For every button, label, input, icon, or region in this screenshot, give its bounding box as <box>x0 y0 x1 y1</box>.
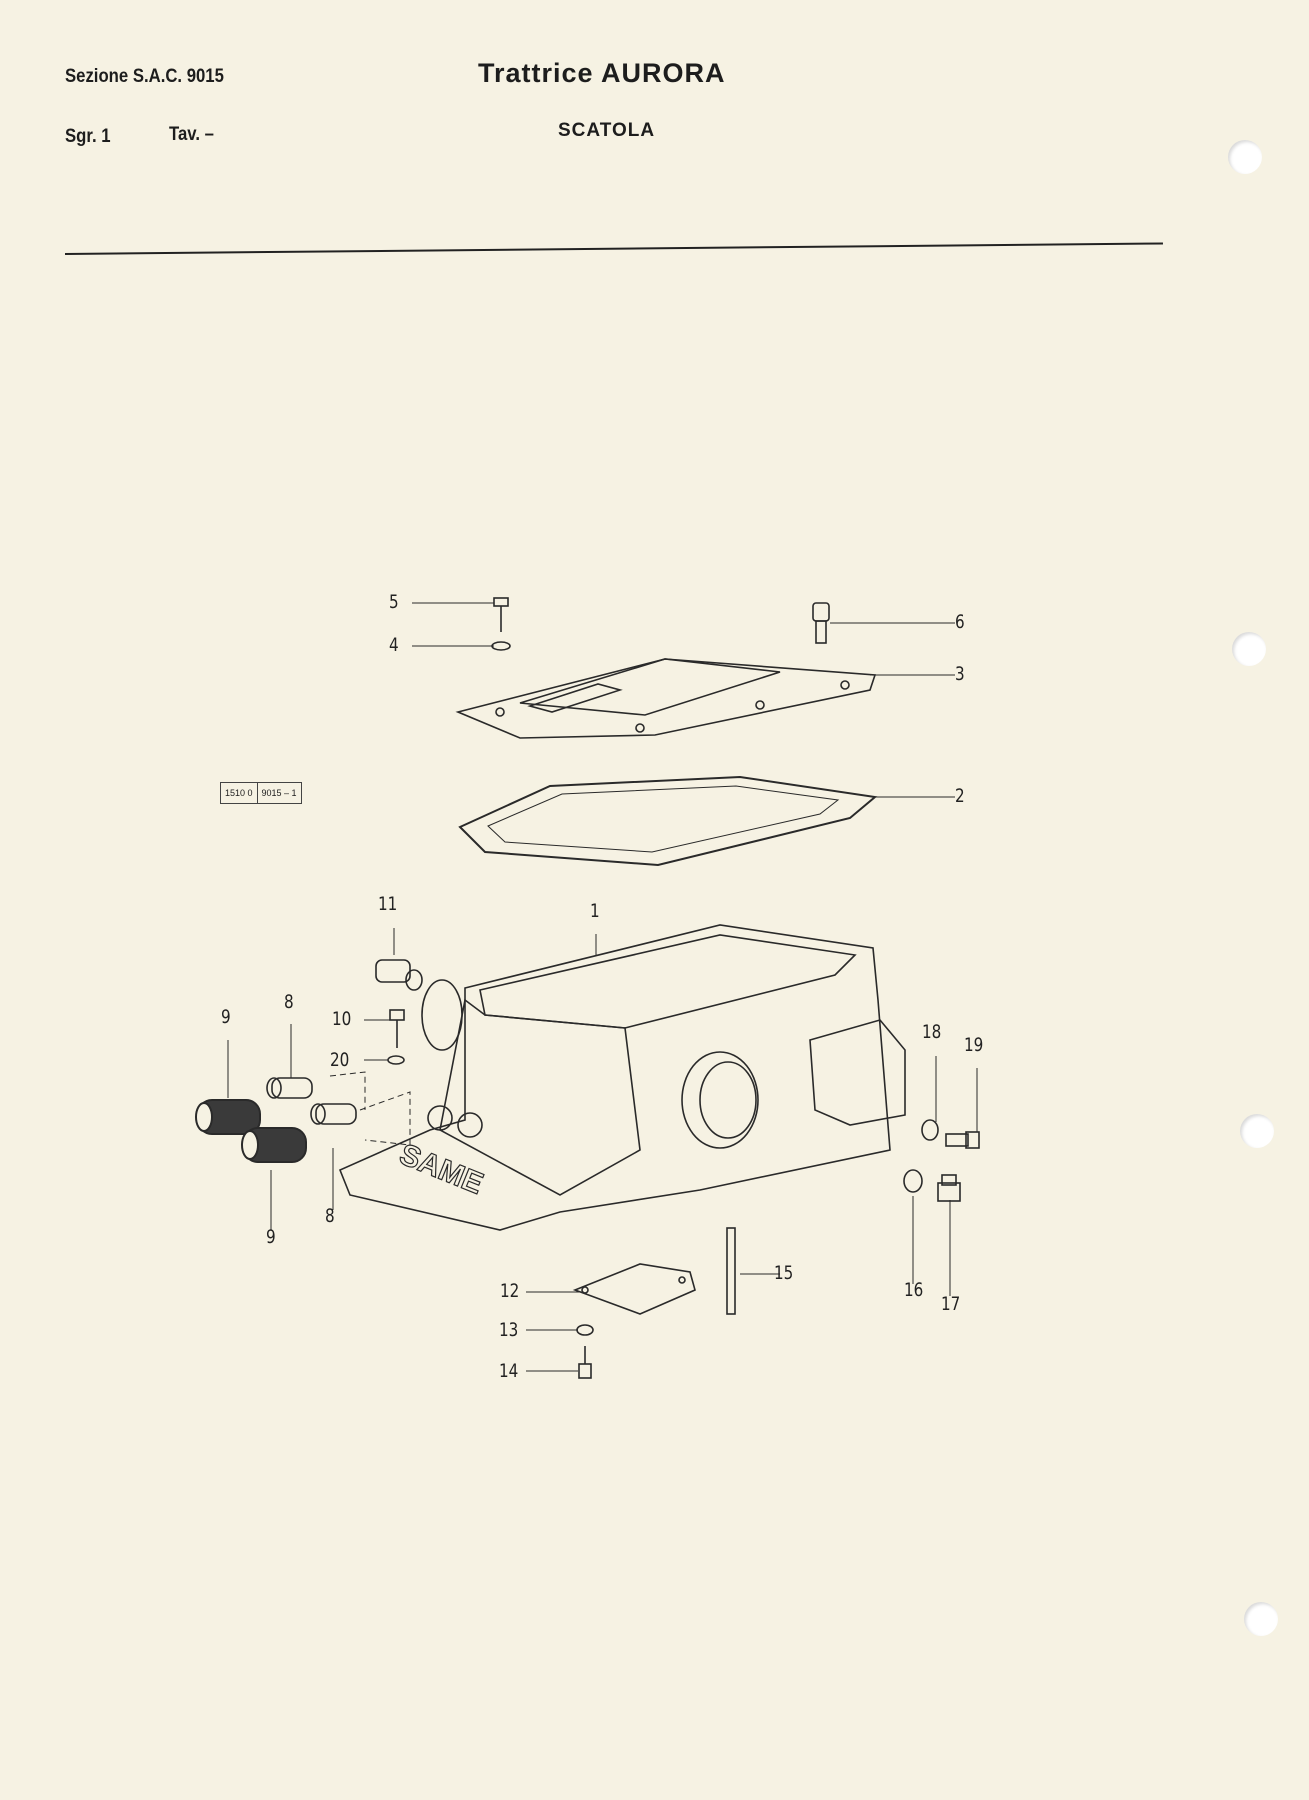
stud-15-icon <box>726 1227 736 1315</box>
page-title: Trattrice AURORA <box>478 58 726 88</box>
callout-20: 20 <box>330 1049 350 1071</box>
callout-1: 1 <box>590 900 600 922</box>
washer-18-icon <box>921 1119 939 1141</box>
callout-5: 5 <box>389 591 399 613</box>
binder-hole <box>1240 1114 1274 1148</box>
callout-2: 2 <box>955 785 965 807</box>
dowel-8-icon <box>310 1103 357 1125</box>
reference-code: 1510 0 <box>225 788 253 798</box>
callout-17: 17 <box>941 1293 961 1315</box>
callout-10: 10 <box>332 1008 352 1030</box>
same-logo: SAME <box>395 1138 488 1201</box>
callout-16: 16 <box>904 1279 924 1301</box>
housing-1-drawing: SAME <box>338 924 906 1231</box>
callout-13: 13 <box>499 1319 519 1341</box>
callout-3: 3 <box>955 663 965 685</box>
dowel-8-icon <box>266 1077 313 1099</box>
callout-12: 12 <box>500 1280 520 1302</box>
callout-15: 15 <box>774 1262 794 1284</box>
plug-11-icon <box>375 959 423 991</box>
bolt-14-icon <box>578 1346 592 1379</box>
washer-4-icon <box>491 641 511 651</box>
screw-6-icon <box>812 602 830 644</box>
section-label: Sezione S.A.C. 9015 <box>65 66 224 87</box>
washer-16-icon <box>903 1169 923 1193</box>
callout-9: 9 <box>221 1006 231 1028</box>
table-label: Tav. – <box>169 124 214 145</box>
binder-hole <box>1228 140 1262 174</box>
page-subtitle: SCATOLA <box>558 120 656 141</box>
callout-14: 14 <box>499 1360 519 1382</box>
bolt-19-icon <box>945 1131 980 1149</box>
washer-20-icon <box>387 1055 405 1065</box>
callout-8: 8 <box>284 991 294 1013</box>
plug-17-icon <box>937 1174 961 1202</box>
binder-hole <box>1244 1602 1278 1636</box>
plate-12-icon <box>572 1263 696 1315</box>
reference-drawing: 9015 – 1 <box>256 783 301 803</box>
callout-9b: 9 <box>266 1226 276 1248</box>
callout-19: 19 <box>964 1034 984 1056</box>
callout-11: 11 <box>378 893 398 915</box>
callout-6: 6 <box>955 611 965 633</box>
bolt-5-icon <box>493 597 509 632</box>
leader-lines <box>227 602 978 1372</box>
gasket-2-drawing <box>458 775 878 867</box>
callout-4: 4 <box>389 634 399 656</box>
spring-9-icon <box>195 1099 261 1135</box>
spring-9-icon <box>241 1127 307 1163</box>
bolt-10-icon <box>389 1009 405 1048</box>
reference-box: 1510 0 9015 – 1 <box>220 782 302 804</box>
callout-8b: 8 <box>325 1205 335 1227</box>
binder-hole <box>1232 632 1266 666</box>
subgroup-label: Sgr. 1 <box>65 126 111 147</box>
callout-18: 18 <box>922 1021 942 1043</box>
cover-3-drawing <box>455 658 877 739</box>
washer-13-icon <box>576 1324 594 1336</box>
